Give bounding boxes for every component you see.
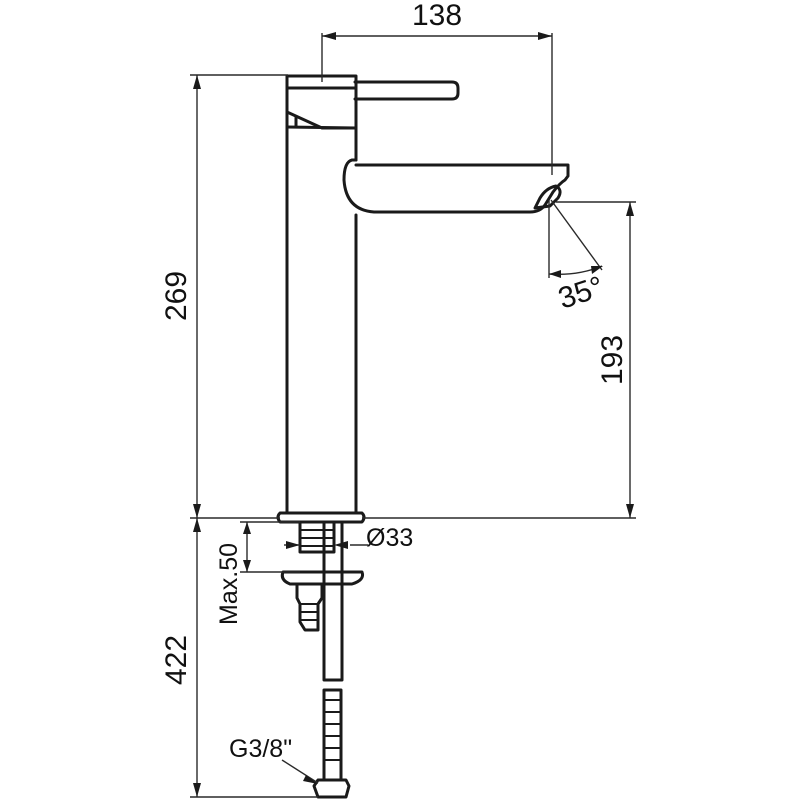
dim-label-max-deck-thickness: Max.50: [215, 543, 243, 625]
mounting-bracket: [280, 570, 364, 586]
dim-label-spout-angle: 35°: [554, 270, 607, 315]
faucet-body: [276, 74, 570, 524]
mounting-hardware: [280, 520, 364, 799]
faucet-spout: [342, 158, 570, 214]
faucet-column: [285, 110, 358, 515]
hose-end-nut: [312, 778, 351, 799]
base-flange: [276, 511, 366, 524]
dim-label-base-diameter: Ø33: [366, 524, 413, 552]
dim-label-spout-height: 193: [596, 335, 629, 385]
mounting-nut: [295, 582, 324, 632]
dim-label-total-height: 269: [160, 271, 193, 321]
dim-label-hose-length: 422: [160, 635, 193, 685]
dim-label-connection-thread: G3/8": [229, 735, 292, 763]
dimension-lines: [190, 32, 636, 798]
handle-lever: [353, 80, 460, 101]
supply-hose-upper: [322, 520, 344, 682]
aerator: [533, 184, 562, 210]
dim-label-spout-reach: 138: [412, 0, 462, 32]
